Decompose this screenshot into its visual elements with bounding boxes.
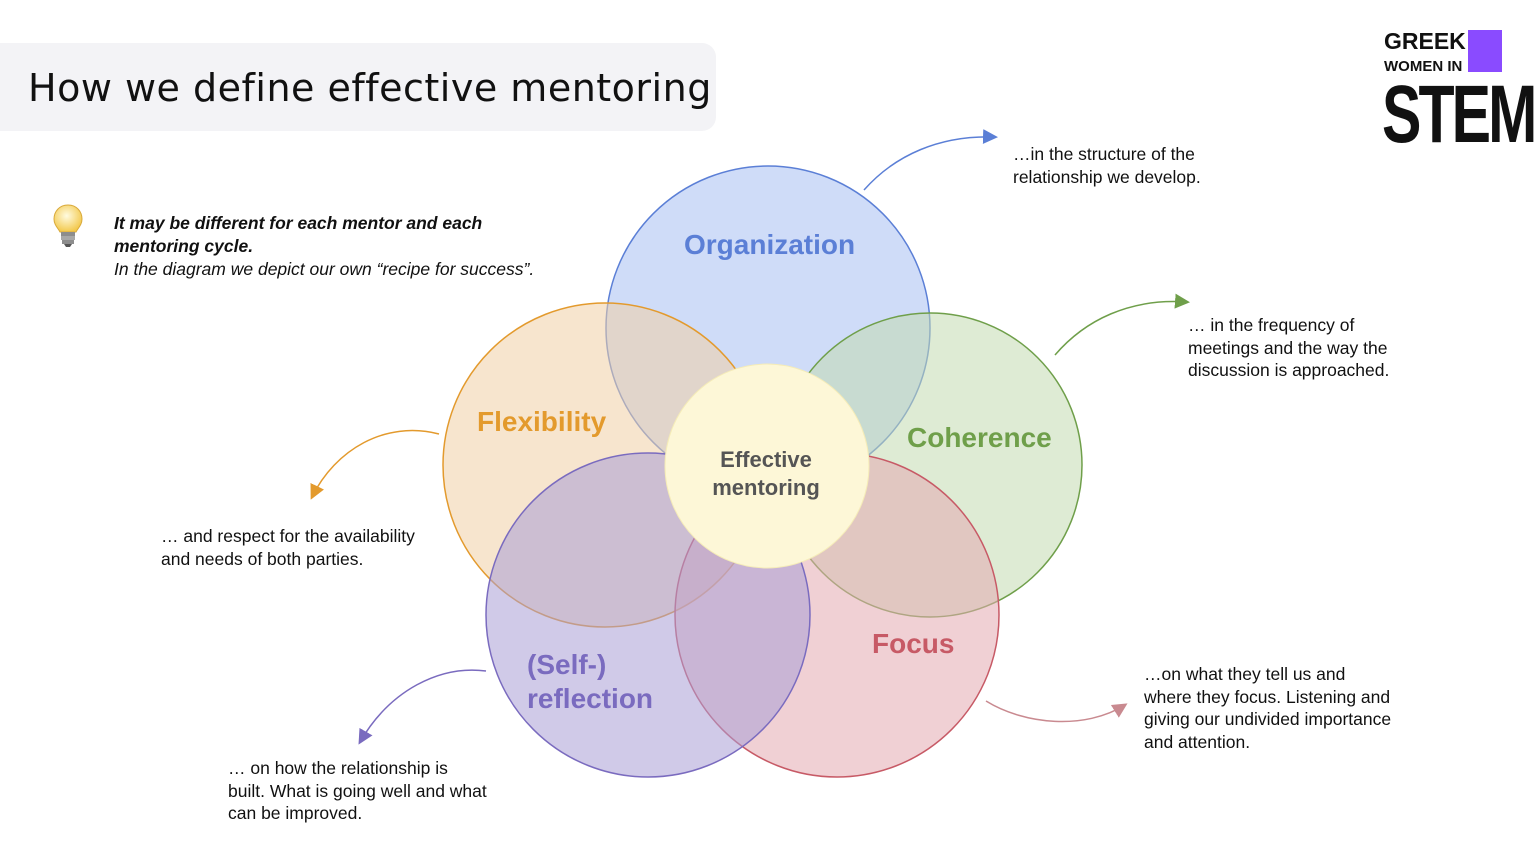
label-self-reflection-line-1: (Self-) [527, 649, 607, 680]
description-organization: …in the structure of the relationship we… [1013, 144, 1201, 187]
description-focus: …on what they tell us and where they foc… [1144, 664, 1392, 752]
center-label-line-1: Effective [720, 447, 812, 472]
description-self-reflection: … on how the relationship is built. What… [228, 758, 487, 823]
intro-note: It may be different for each mentor and … [114, 212, 544, 281]
arrow-organization [863, 129, 998, 191]
arrow-focus [985, 700, 1128, 723]
note-italic-text: In the diagram we depict our own “recipe… [114, 259, 535, 279]
label-self-reflection-line-2: reflection [527, 683, 654, 714]
label-flexibility: Flexibility [477, 406, 607, 437]
logo-line-1: GREEK [1384, 28, 1466, 54]
arrow-self-reflection [358, 669, 487, 745]
center-label-line-2: mentoring [712, 475, 820, 500]
label-organization: Organization [684, 229, 856, 260]
logo-accent-square [1468, 30, 1502, 72]
label-self-reflection: (Self-) reflection [527, 648, 653, 716]
description-coherence: … in the frequency of meetings and the w… [1188, 315, 1390, 380]
logo-line-3: STEM [1382, 69, 1536, 160]
logo-line-2: WOMEN IN [1384, 58, 1463, 75]
center-circle [664, 363, 870, 569]
description-flexibility: … and respect for the availability and n… [161, 526, 415, 569]
arrow-flexibility [310, 429, 440, 500]
label-focus: Focus [872, 628, 955, 659]
page-title: How we define effective mentoring [28, 66, 712, 110]
lightbulb-icon [53, 204, 83, 247]
greek-women-in-stem-logo: GREEK WOMEN IN STEM [1372, 22, 1536, 162]
label-coherence: Coherence [907, 422, 1052, 453]
arrow-coherence [1054, 293, 1190, 356]
title-banner [0, 43, 716, 131]
center-label: Effective mentoring [686, 446, 846, 502]
note-bold-text: It may be different for each mentor and … [114, 213, 483, 256]
